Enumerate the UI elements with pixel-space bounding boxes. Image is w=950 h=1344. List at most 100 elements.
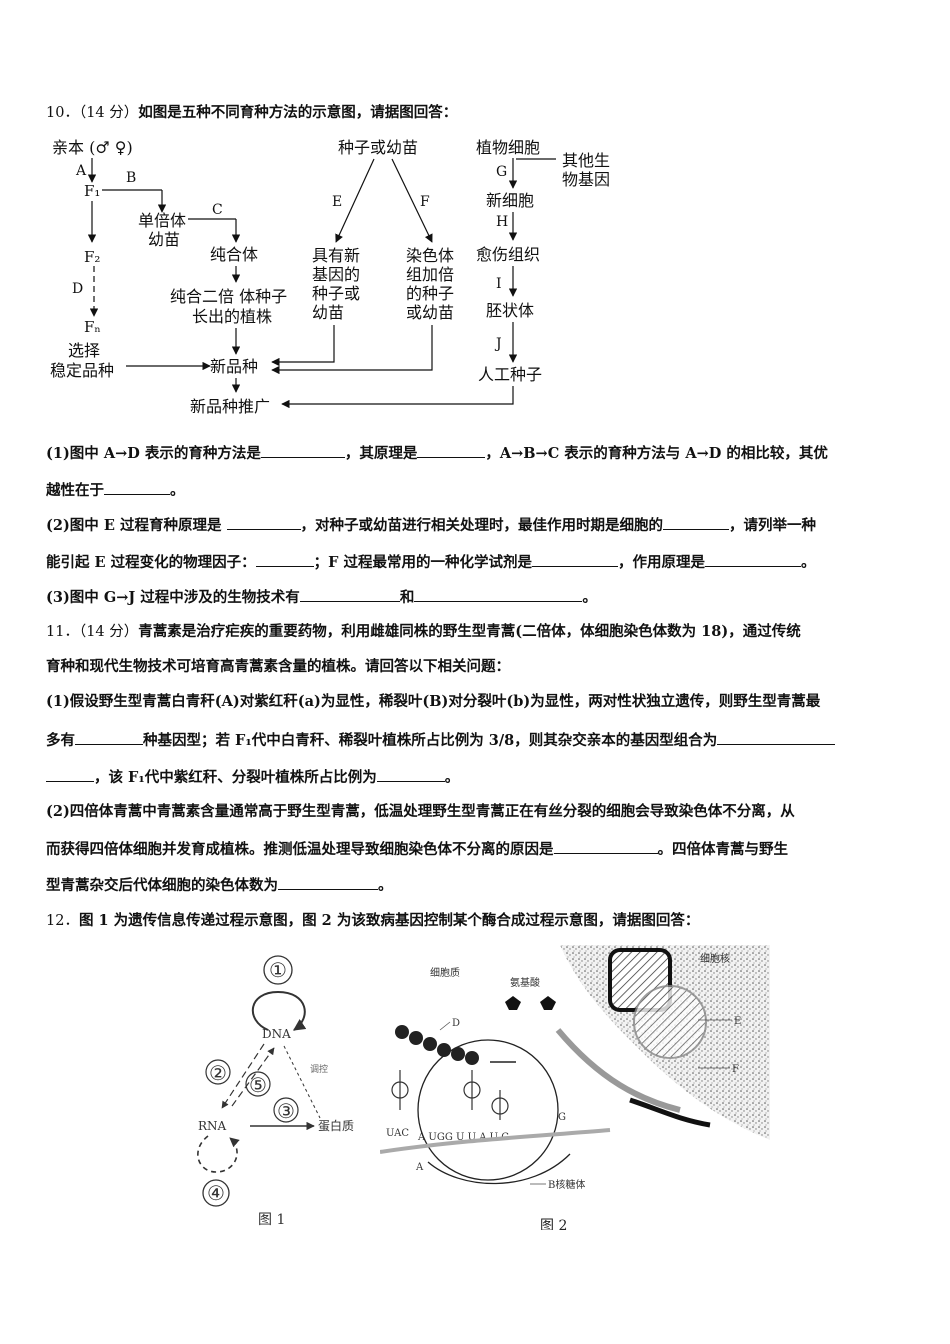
q10-p3-text-c: 。	[582, 589, 597, 606]
answer-blank[interactable]	[663, 515, 730, 530]
new-gene-label-1: 具有新	[312, 246, 360, 265]
parents-label: 亲本 (♂ ♀)	[52, 138, 133, 157]
label-a: A	[415, 1162, 424, 1173]
answer-blank[interactable]	[376, 767, 445, 782]
label-e: E	[734, 1016, 741, 1027]
q11-heading: 11．（14 分）青蒿素是治疗疟疾的重要药物，利用雌雄同株的野生型青蒿(二倍体，…	[46, 622, 908, 642]
q11-stem-2: 育种和现代生物技术可培育高青蒿素含量的植株。请回答以下相关问题：	[46, 658, 510, 675]
uac-label: UAC	[386, 1128, 409, 1139]
cytoplasm-label: 细胞质	[430, 966, 460, 979]
step-a: A	[75, 163, 87, 179]
protein-label: 蛋白质	[318, 1118, 354, 1133]
q11-stem-cont: 育种和现代生物技术可培育高青蒿素含量的植株。请回答以下相关问题：	[46, 657, 908, 677]
q11-p2-text-c: 。四倍体青蒿与野生	[657, 841, 789, 858]
answer-blank[interactable]	[46, 767, 94, 782]
f1-label: F₁	[84, 182, 100, 200]
q11-part2-cont2: 型青蒿杂交后代体细胞的染色体数为。	[46, 875, 908, 896]
diploid-label-2: 长出的植株	[192, 307, 272, 326]
svg-text:调控: 调控	[310, 1063, 328, 1075]
q10-number: 10．	[46, 105, 79, 121]
callus-label: 愈伤组织	[476, 245, 540, 264]
q10-p1-text-c: ，A→B→C 表示的育种方法与 A→D 的相比较，其优	[485, 445, 828, 462]
answer-blank[interactable]	[717, 730, 836, 745]
pure-label: 纯合体	[210, 245, 258, 264]
breeding-diagram: 亲本 (♂ ♀) A F₁ B F₂ D Fₙ 选择 稳定品种 单倍体 幼苗 C…	[50, 138, 610, 416]
q11-p1-text-b: 多有	[46, 732, 75, 749]
answer-blank[interactable]	[104, 480, 170, 495]
q11-p2-text-d: 型青蒿杂交后代体细胞的染色体数为	[46, 877, 278, 894]
step-j: J	[494, 336, 502, 352]
answer-blank[interactable]	[75, 730, 143, 745]
answer-blank[interactable]	[705, 552, 801, 567]
artificial-seed-label: 人工种子	[478, 365, 542, 384]
q11-p2-text-b: 而获得四倍体细胞并发育成植株。推测低温处理导致细胞染色体不分离的原因是	[46, 841, 554, 858]
answer-blank[interactable]	[532, 552, 618, 567]
new-cell-label: 新细胞	[486, 191, 534, 210]
figure-2-caption: 图 2	[540, 1218, 567, 1230]
q10-p1-text-d: 越性在于	[46, 482, 104, 499]
polyploid-label-4: 或幼苗	[406, 303, 454, 322]
embryoid-label: 胚状体	[486, 301, 534, 320]
q10-stem: 如图是五种不同育种方法的示意图，请据图回答：	[138, 104, 458, 121]
q10-part2: (2)图中 E 过程育种原理是 ，对种子或幼苗进行相关处理时，最佳作用时期是细胞…	[46, 515, 908, 536]
q10-p1-text-b: ，其原理是	[344, 445, 418, 462]
polyploid-label-3: 的种子	[406, 284, 454, 303]
q10-p2-text-e: ；F 过程最常用的一种化学试剂是	[313, 554, 532, 571]
q11-part1: (1)假设野生型青蒿白青秆(A)对紫红秆(a)为显性，稀裂叶(B)对分裂叶(b)…	[46, 692, 908, 712]
answer-blank[interactable]	[414, 587, 583, 602]
step-g: G	[496, 164, 507, 180]
figure-1-caption: 图 1	[258, 1212, 285, 1228]
answer-blank[interactable]	[299, 587, 400, 602]
step-c: C	[212, 202, 223, 218]
answer-blank[interactable]	[260, 443, 345, 458]
label-g: G	[558, 1112, 566, 1123]
q10-p2-text-f: ，作用原理是	[618, 554, 705, 571]
q10-p2-text-b: ，对种子或幼苗进行相关处理时，最佳作用时期是细胞的	[300, 517, 664, 534]
q11-part1-cont2: ，该 F₁代中紫红秆、分裂叶植株所占比例为 。	[46, 767, 908, 788]
answer-blank[interactable]	[255, 552, 314, 567]
q12-number: 12．	[46, 913, 79, 929]
q11-p2-text-a: (2)四倍体青蒿中青蒿素含量通常高于野生型青蒿，低温处理野生型青蒿正在有丝分裂的…	[46, 803, 795, 820]
q10-p2-text-d: 能引起 E 过程变化的物理因子：	[46, 554, 256, 571]
q10-p2-text-g: 。	[801, 554, 816, 571]
q10-p2-text-a: (2)图中 E 过程育种原理是	[46, 517, 227, 534]
q10-part2-cont: 能引起 E 过程变化的物理因子： ；F 过程最常用的一种化学试剂是 ，作用原理是 。	[46, 552, 908, 573]
f2-label: F₂	[84, 248, 100, 266]
q11-p1-text-e: 。	[444, 769, 460, 786]
haploid-label-1: 单倍体	[138, 211, 186, 230]
q10-heading: 10．（14 分）如图是五种不同育种方法的示意图，请据图回答：	[46, 103, 906, 123]
new-gene-label-4: 幼苗	[312, 303, 344, 322]
answer-blank[interactable]	[553, 839, 658, 854]
process-4-label: ④	[207, 1181, 225, 1205]
q10-part3: (3)图中 G→J 过程中涉及的生物技术有和。	[46, 587, 908, 608]
step-e: E	[332, 194, 342, 210]
q11-p1-text-a: (1)假设野生型青蒿白青秆(A)对紫红秆(a)为显性，稀裂叶(B)对分裂叶(b)…	[46, 693, 821, 710]
new-gene-label-3: 种子或	[312, 284, 360, 303]
haploid-label-2: 幼苗	[148, 230, 180, 249]
promote-label: 新品种推广	[190, 397, 270, 416]
q10-part1: (1)图中 A→D 表示的育种方法是，其原理是，A→B→C 表示的育种方法与 A…	[46, 443, 908, 464]
q11-part1-cont: 多有种基因型；若 F₁代中白青秆、稀裂叶植株所占比例为 3/8，则其杂交亲本的基…	[46, 730, 908, 751]
new-variety-label: 新品种	[210, 357, 258, 376]
step-f: F	[420, 194, 430, 210]
q11-score: （14 分）	[78, 624, 139, 640]
select-label-1: 选择	[68, 341, 100, 360]
q11-number: 11．	[46, 624, 79, 640]
process-5-label: ⑤	[249, 1073, 267, 1097]
diploid-label-1: 纯合二倍 体种子	[170, 287, 287, 306]
q11-p1-text-d: ，该 F₁代中紫红秆、分裂叶植株所占比例为	[94, 769, 377, 786]
new-gene-label-2: 基因的	[312, 265, 360, 284]
answer-blank[interactable]	[278, 875, 378, 890]
ribosome-label: B核糖体	[548, 1178, 585, 1191]
q12-stem: 图 1 为遗传信息传递过程示意图，图 2 为该致病基因控制某个酶合成过程示意图，…	[78, 912, 700, 929]
q11-part2: (2)四倍体青蒿中青蒿素含量通常高于野生型青蒿，低温处理野生型青蒿正在有丝分裂的…	[46, 802, 908, 822]
plant-cell-label: 植物细胞	[476, 138, 540, 157]
rna-label: RNA	[198, 1119, 227, 1133]
q10-score: （14 分）	[78, 105, 139, 121]
step-i: I	[496, 276, 502, 292]
answer-blank[interactable]	[226, 515, 301, 530]
mrna-sequence: A UGG U U A U C	[417, 1132, 509, 1143]
q10-p2-text-c: ，请列举一种	[729, 517, 817, 534]
answer-blank[interactable]	[417, 443, 486, 458]
q11-part2-cont: 而获得四倍体细胞并发育成植株。推测低温处理导致细胞染色体不分离的原因是 。四倍体青…	[46, 839, 908, 860]
